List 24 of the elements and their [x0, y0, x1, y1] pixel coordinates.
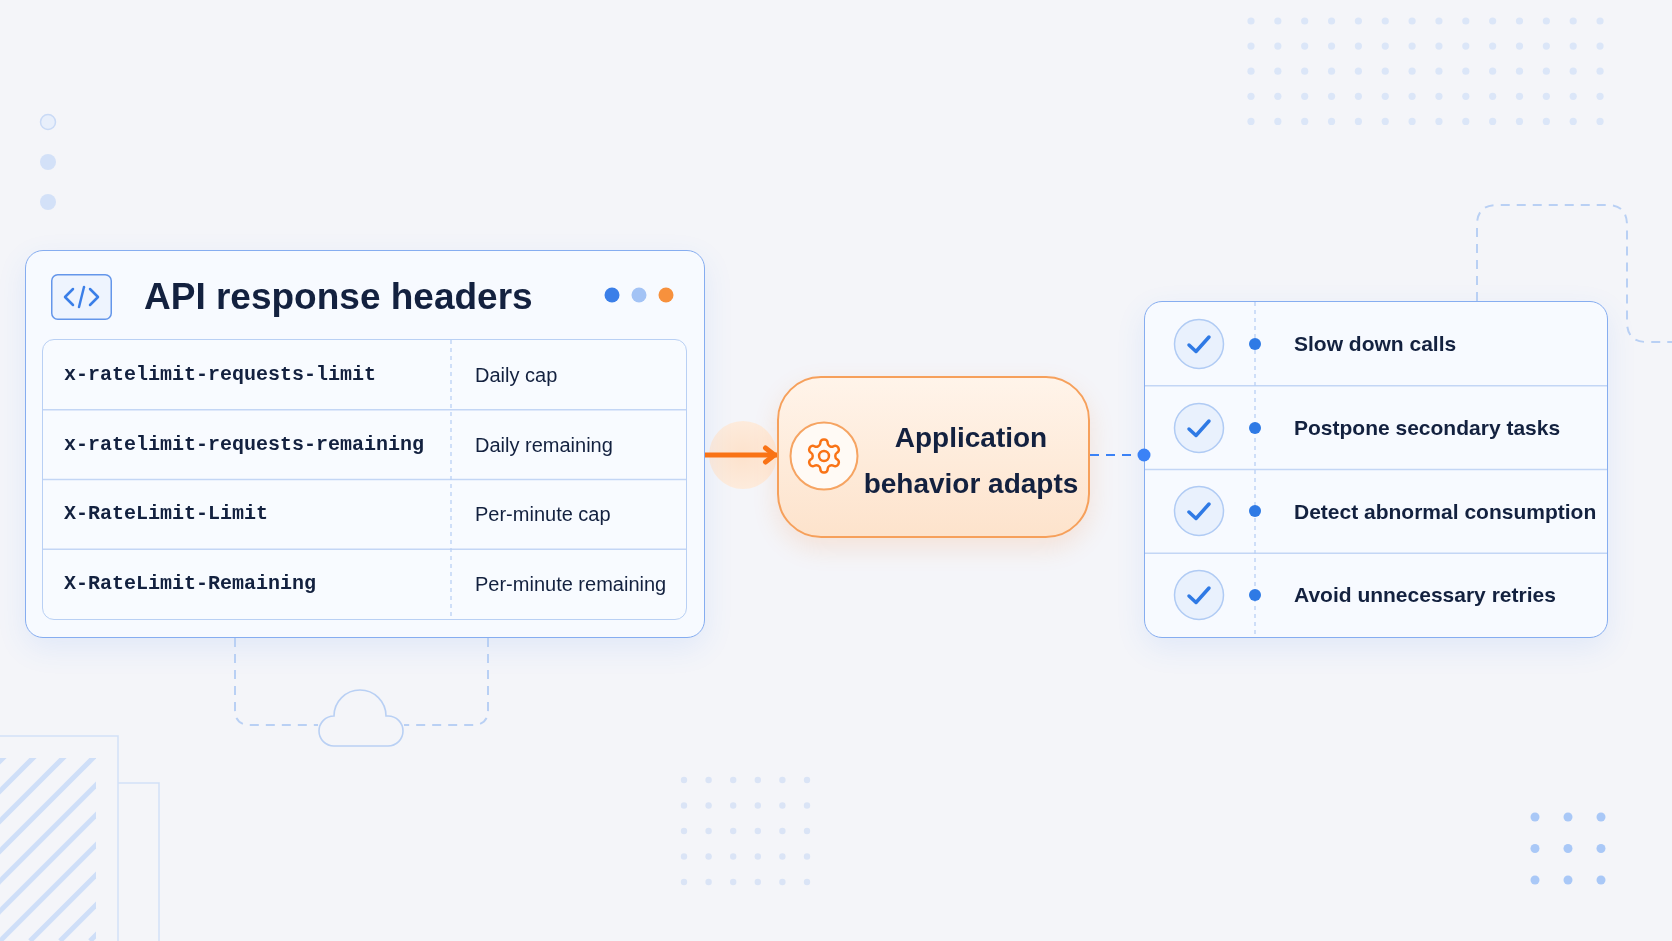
- header-description: Per-minute remaining: [475, 572, 667, 598]
- list-item-text: Slow down calls: [1294, 331, 1457, 358]
- header-table: [42, 339, 687, 620]
- list-item-text: Detect abnormal consumption: [1294, 498, 1597, 525]
- header-name: x-ratelimit-requests-remaining: [64, 431, 425, 458]
- process-box: [777, 376, 1090, 538]
- node-label: Application behavior adapts: [862, 421, 1080, 501]
- cloud-icon: [318, 686, 404, 748]
- dashed-line: [234, 637, 319, 726]
- headers-panel: [25, 250, 705, 638]
- panel-title: API response headers: [144, 278, 533, 315]
- header-name: x-ratelimit-requests-limit: [64, 361, 377, 388]
- arrow: [705, 445, 777, 465]
- header-description: Daily remaining: [475, 432, 613, 458]
- checklist-panel: [1144, 301, 1608, 638]
- header-name: X-RateLimit-Limit: [64, 501, 269, 528]
- dashed-line: [1476, 204, 1672, 343]
- header-description: Daily cap: [475, 362, 558, 388]
- header-description: Per-minute cap: [475, 502, 611, 528]
- list-item-text: Avoid unnecessary retries: [1294, 582, 1556, 609]
- dot-ended-connector: [1089, 448, 1151, 462]
- list-item-text: Postpone secondary tasks: [1294, 414, 1561, 441]
- header-name: X-RateLimit-Remaining: [64, 571, 317, 598]
- dashed-line: [403, 637, 489, 726]
